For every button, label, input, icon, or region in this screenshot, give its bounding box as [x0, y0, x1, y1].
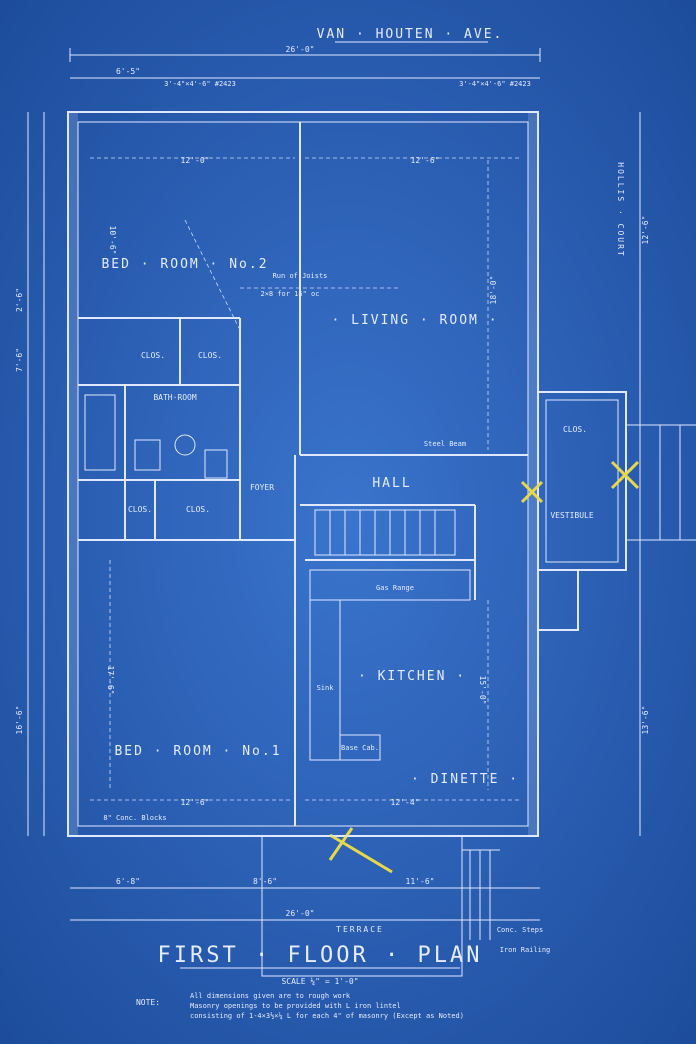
general-note: NOTE: All dimensions given are to rough …	[136, 992, 464, 1020]
left-dim-b: 7'-6"	[15, 348, 24, 372]
dimension-chains	[90, 157, 520, 801]
note-line-3: consisting of 1-4×3½×¼ L for each 4" of …	[190, 1012, 464, 1020]
plan-title: FIRST · FLOOR · PLAN	[158, 943, 483, 968]
living-width-dim: 12'-6"	[411, 156, 440, 165]
gas-range-label: Gas Range	[376, 584, 414, 592]
living-room-label: · LIVING · ROOM ·	[331, 313, 498, 328]
right-bottom-dim: 13'-6"	[641, 706, 650, 735]
kitchen-depth-dim: 15'-0"	[478, 676, 487, 705]
left-dim-c: 16'-6"	[15, 706, 24, 735]
stairs	[314, 509, 456, 556]
steps-note: Conc. Steps	[497, 926, 543, 934]
right-dimensions: 12'-6" 13'-6" HOLLIS · COURT	[616, 112, 650, 836]
dinette-width-dim: 12'-4"	[391, 798, 420, 807]
bottom-right-dim: 11'-6"	[406, 877, 435, 886]
court-label: HOLLIS · COURT	[616, 162, 625, 257]
left-top-dim: 6'-5"	[116, 67, 140, 76]
closet4-label: CLOS.	[186, 505, 210, 514]
right-top-dim: 12'-6"	[641, 216, 650, 245]
joists-note: Run of Joists	[273, 272, 328, 280]
bottom-left-dim: 6'-8"	[116, 877, 140, 886]
overall-top-dim: 26'-0"	[286, 45, 315, 54]
left-dimensions: 2'-6" 7'-6" 16'-6"	[15, 112, 45, 836]
bathroom-label: BATH·ROOM	[153, 393, 197, 402]
interior-walls	[78, 122, 528, 826]
scale-label: SCALE ¼" = 1'-0"	[281, 977, 358, 986]
window-top-left-note: 3'-4"×4'-6" #2423	[164, 80, 236, 88]
joists-spec: 2×8 for 16" oc	[260, 290, 319, 298]
sink-label: Sink	[317, 684, 335, 692]
yellow-markings	[328, 460, 640, 874]
overall-bottom-dim: 26'-0"	[286, 909, 315, 918]
railing-note: Iron Railing	[500, 946, 551, 954]
bedroom1-label: BED · ROOM · No.1	[114, 744, 281, 759]
bed2-depth-dim: 10'-6"	[108, 226, 117, 255]
note-label: NOTE:	[136, 998, 160, 1007]
bed1-width-dim: 12'-6"	[181, 798, 210, 807]
vestibule-walls	[537, 391, 696, 631]
closet2-label: CLOS.	[198, 351, 222, 360]
living-depth-dim: 18'-0"	[489, 276, 498, 305]
foyer-label: FOYER	[250, 483, 274, 492]
street-label: VAN · HOUTEN · AVE.	[317, 27, 504, 42]
cinder-note: 8" Conc. Blocks	[103, 814, 166, 822]
bed2-width-dim: 12'-0"	[181, 156, 210, 165]
note-line-1: All dimensions given are to rough work	[190, 992, 351, 1000]
beam-note: Steel Beam	[424, 440, 466, 448]
terrace-label: TERRACE	[336, 925, 384, 934]
bottom-mid-dim: 8'-6"	[253, 877, 277, 886]
room-labels: 12'-0" 12'-6" 10'-6" BED · ROOM · No.2 R…	[101, 156, 593, 822]
closet5-label: CLOS.	[563, 425, 587, 434]
overall-dimension-top: 26'-0" 6'-5" 3'-4"×4'-6" #2423 3'-4"×4'-…	[69, 45, 541, 88]
kitchen-label: · KITCHEN ·	[358, 669, 466, 684]
left-dim-a: 2'-6"	[15, 288, 24, 312]
terrace: TERRACE Conc. Steps Iron Railing	[261, 835, 551, 977]
base-cab-label: Base Cab.	[341, 744, 379, 752]
hall-label: HALL	[372, 476, 411, 491]
note-line-2: Masonry openings to be provided with L i…	[190, 1002, 401, 1010]
vestibule-label: VESTIBULE	[550, 511, 594, 520]
closet3-label: CLOS.	[128, 505, 152, 514]
bed1-depth-dim: 17'-6"	[106, 666, 115, 695]
kitchen-fixtures: Gas Range Sink Base Cab.	[309, 569, 471, 761]
bedroom2-label: BED · ROOM · No.2	[101, 257, 268, 272]
dinette-label: · DINETTE ·	[411, 772, 519, 787]
window-top-right-note: 3'-4"×4'-6" #2423	[459, 80, 531, 88]
bath-fixtures	[84, 394, 228, 479]
closet1-label: CLOS.	[141, 351, 165, 360]
